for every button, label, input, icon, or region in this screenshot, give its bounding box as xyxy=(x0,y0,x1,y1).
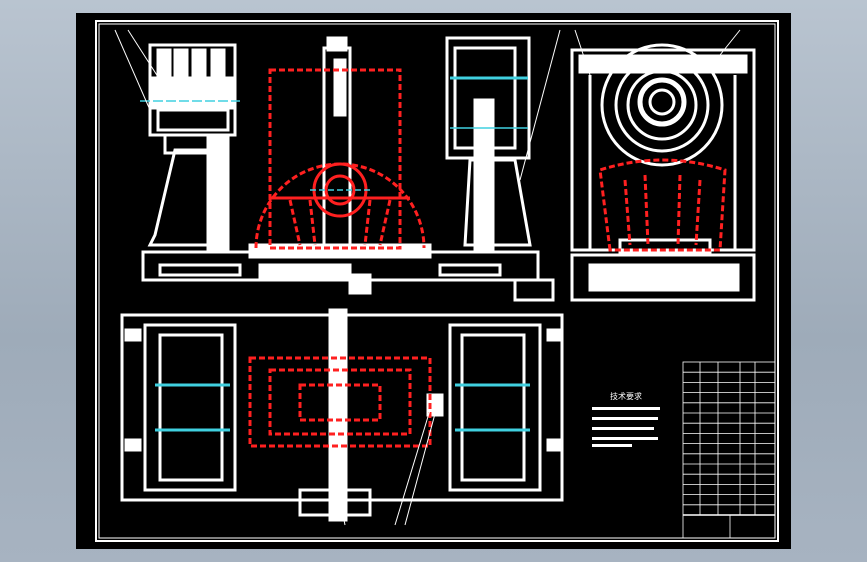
plan-view xyxy=(120,308,564,522)
front-gear-section xyxy=(254,68,426,250)
tech-req-title: 技术要求 xyxy=(610,391,642,401)
side-gear-section xyxy=(598,158,727,252)
technical-requirements: 技术要求 xyxy=(592,391,660,447)
left-motor-plan xyxy=(143,323,237,492)
side-base xyxy=(570,253,756,302)
inner-border xyxy=(98,23,776,539)
leader-lines xyxy=(114,29,741,526)
front-view xyxy=(141,36,555,302)
drawing-border xyxy=(95,20,779,542)
plan-gear-section xyxy=(248,356,432,448)
title-block xyxy=(682,361,776,539)
tech-req-lines xyxy=(592,407,660,447)
right-motor-plan xyxy=(448,323,542,492)
plan-shaft xyxy=(328,308,348,522)
plan-centerlines xyxy=(155,383,530,432)
side-view xyxy=(570,43,756,302)
centerlines xyxy=(140,76,528,191)
